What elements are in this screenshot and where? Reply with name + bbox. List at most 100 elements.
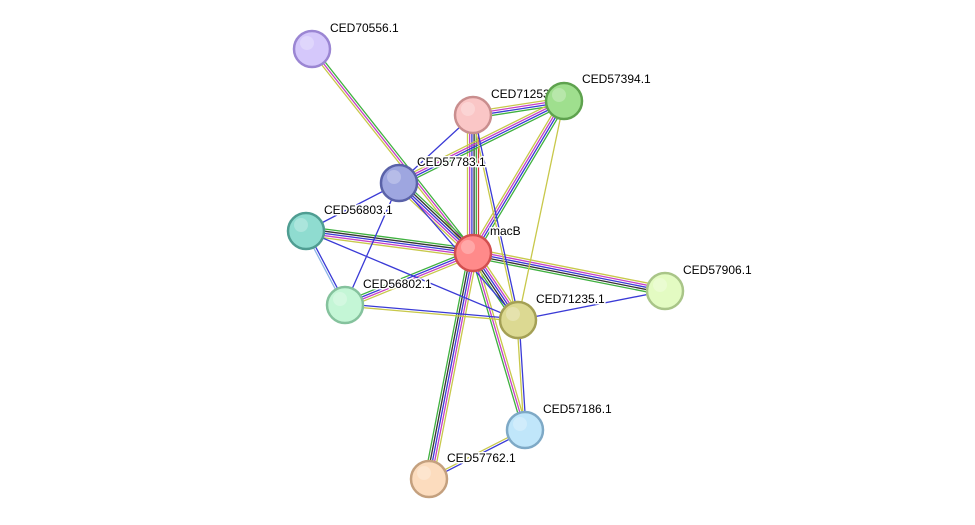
edge-ced57783-1-ced56802-1[interactable] [344,182,400,306]
edge-ced71253-1-ced71235-1[interactable] [471,114,520,321]
node-circle[interactable] [505,410,545,450]
edge-line-yellow [304,234,474,259]
edge-macb-ced70556-1[interactable] [309,46,476,256]
edge-macb-ced57906-1[interactable] [471,248,667,296]
edge-line-yellow [344,305,519,322]
edge-line-black [305,228,474,252]
node-highlight [506,307,520,321]
edge-macb-ced57762-1[interactable] [424,251,478,481]
edge-line-green [343,249,473,303]
node-label: CED57186.1 [543,402,612,416]
node-label-halo: CED71235.1 [536,292,605,306]
node-label-halo: CED71253.1 [491,87,560,101]
edge-line-blue [343,251,474,305]
edge-line-blue [398,101,566,185]
edge-macb-ced56802-1[interactable] [343,249,475,309]
edge-line-blue [473,114,520,321]
edge-line-yellow [469,98,562,252]
node-circle[interactable] [409,459,449,499]
edge-line-blue [517,290,666,321]
edge-line-magenta [430,252,476,481]
node-label: CED71235.1 [536,292,605,306]
node-label: CED71253.1 [491,87,560,101]
edge-line-magenta [472,250,667,290]
nodes-layer: macBmacBCED70556.1CED70556.1CED71253.1CE… [286,20,754,499]
edge-line-yellow [345,255,475,309]
node-label: CED56803.1 [324,203,393,217]
edge-line-green [305,225,475,250]
edge-line-magenta [471,99,564,254]
edge-ced57394-1-ced71235-1[interactable] [517,100,565,321]
edge-macb-ced56803-1[interactable] [304,225,475,259]
node-label: macB [490,224,521,238]
edge-line-magenta [397,99,565,183]
edge-line-yellow [432,253,478,481]
node-highlight [417,466,431,480]
node-circle[interactable] [286,211,326,251]
node-label-halo: CED57762.1 [447,451,516,465]
edge-ced56802-1-ced71235-1[interactable] [344,303,519,322]
node-label-halo: macB [490,224,521,238]
node-circle[interactable] [325,285,365,325]
node-label-halo: CED56802.1 [363,277,432,291]
node-label-halo: CED57394.1 [582,72,651,86]
edge-line-blue [344,182,400,306]
node-highlight [387,170,401,184]
node-label: CED70556.1 [330,21,399,35]
edge-line-yellow [471,114,518,321]
node-circle[interactable] [379,163,419,203]
node-highlight [300,36,314,50]
node-highlight [461,102,475,116]
edge-macb-ced71253-1[interactable] [466,114,480,254]
edge-line-yellow [517,100,565,321]
edge-macb-ced57186-1[interactable] [470,251,528,432]
node-circle[interactable] [544,81,584,121]
edge-line-yellow [309,49,472,256]
node-label-halo: CED56803.1 [324,203,393,217]
edge-line-blue [305,230,474,254]
edge-ced71235-1-ced57906-1[interactable] [517,290,666,321]
node-label: CED57762.1 [447,451,516,465]
node-circle[interactable] [453,233,493,273]
node-label-halo: CED57186.1 [543,402,612,416]
edge-line-blue [472,252,666,292]
edge-line-magenta [344,253,475,307]
edge-ced56803-1-ced71235-1[interactable] [305,230,519,321]
node-label: CED56802.1 [363,277,432,291]
node-label: CED57783.1 [417,155,486,169]
node-highlight [513,417,527,431]
node-circle[interactable] [292,29,332,69]
node-circle[interactable] [453,95,493,135]
node-highlight [552,88,566,102]
node-label: CED57906.1 [683,263,752,277]
edge-line-green [313,46,476,253]
node-label-halo: CED57783.1 [417,155,486,169]
node-highlight [294,218,308,232]
node-highlight [653,278,667,292]
edge-line-magenta [311,48,474,254]
edge-line-green [470,252,524,432]
node-circle[interactable] [498,300,538,340]
edge-line-green [475,102,568,256]
node-circle[interactable] [645,271,685,311]
edge-line-blue [428,252,474,480]
edge-line-magenta [472,252,526,431]
node-label-halo: CED57906.1 [683,263,752,277]
edge-line-yellow [473,248,667,288]
edge-macb-ced57394-1[interactable] [469,98,568,256]
node-highlight [333,292,347,306]
edge-line-blue [344,303,519,320]
edge-line-blue [473,100,566,255]
